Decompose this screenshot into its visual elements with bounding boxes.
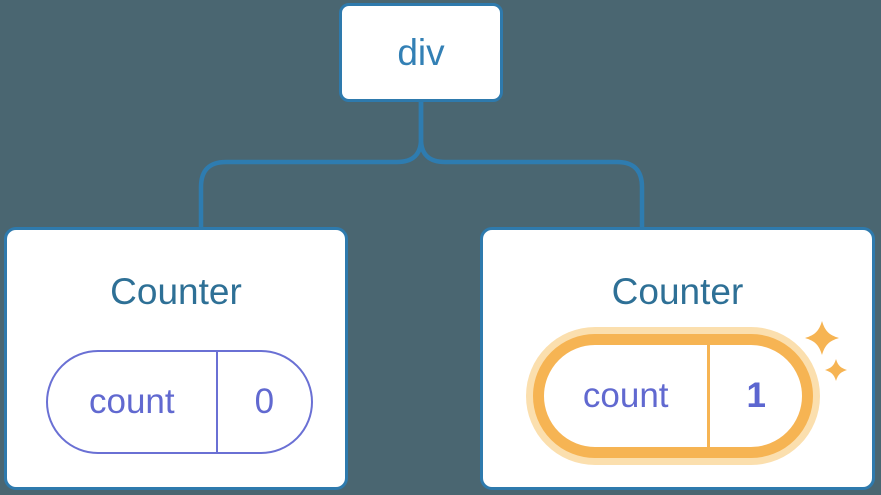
counter-card-left: Counter count 0 xyxy=(4,227,348,490)
state-value-section: 1 xyxy=(710,345,802,447)
sparkle-large xyxy=(805,321,839,355)
counter-card-right: Counter count 1 xyxy=(480,227,875,490)
state-pill-count-1-highlighted: count 1 xyxy=(533,334,813,458)
root-node-div: div xyxy=(339,3,503,102)
counter-title: Counter xyxy=(611,271,744,312)
branch-left-line xyxy=(198,102,424,228)
sparkle-small xyxy=(825,359,847,381)
state-value-label: 1 xyxy=(746,376,766,415)
state-key-label: count xyxy=(582,376,669,415)
counter-title: Counter xyxy=(110,271,242,312)
state-key-label: count xyxy=(89,382,175,421)
state-value-label: 0 xyxy=(254,382,275,421)
state-pill-count-0: count 0 xyxy=(46,350,313,454)
state-key-section: count xyxy=(544,345,711,447)
state-key-section: count xyxy=(48,352,218,452)
branch-right-line xyxy=(418,102,645,228)
root-node-label: div xyxy=(397,31,445,73)
state-value-section: 0 xyxy=(218,352,311,452)
